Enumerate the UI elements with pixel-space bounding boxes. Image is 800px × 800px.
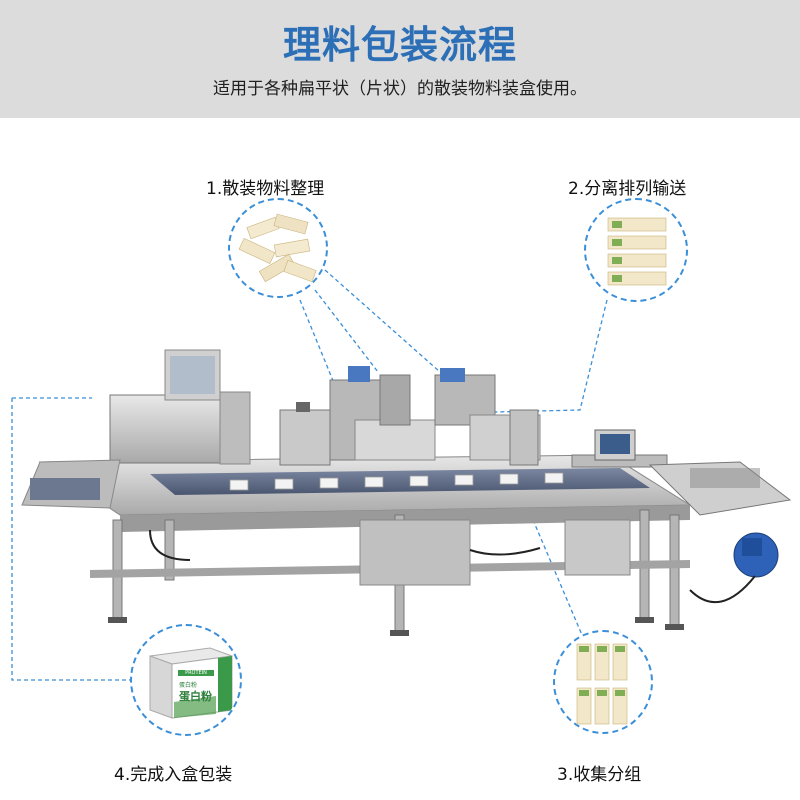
box-main-text: 蛋白粉 [179,690,212,703]
connector-1a [314,289,379,373]
box-brand-line: PROTEIN POWDER [184,670,208,682]
header-banner: 理料包装流程 适用于各种扁平状（片状）的散装物料装盒使用。 [0,0,800,118]
page-title: 理料包装流程 [282,23,517,67]
page-subtitle: 适用于各种扁平状（片状）的散装物料装盒使用。 [213,79,587,99]
bubble-grouping [553,630,653,734]
connector-1c [324,269,441,373]
step-1-label: 1.散装物料整理 [206,179,325,199]
bubble-bulk-material [228,198,328,298]
bulk-sachets-image [238,213,317,283]
step-4-label: 4.完成入盒包装 [114,765,233,785]
box-small-text: 蛋白粉 [179,682,198,689]
sorted-sachets-image [607,217,667,286]
connector-4b [11,398,130,681]
bubble-boxed-product: PROTEIN POWDER 蛋白粉 蛋白粉 [130,624,242,736]
step-3-label: 3.收集分组 [557,765,642,785]
protein-box-image [149,647,233,719]
bubble-sorted-feed [584,198,688,302]
grouped-sachets-image [576,643,628,725]
step-2-label: 2.分离排列输送 [568,179,687,199]
